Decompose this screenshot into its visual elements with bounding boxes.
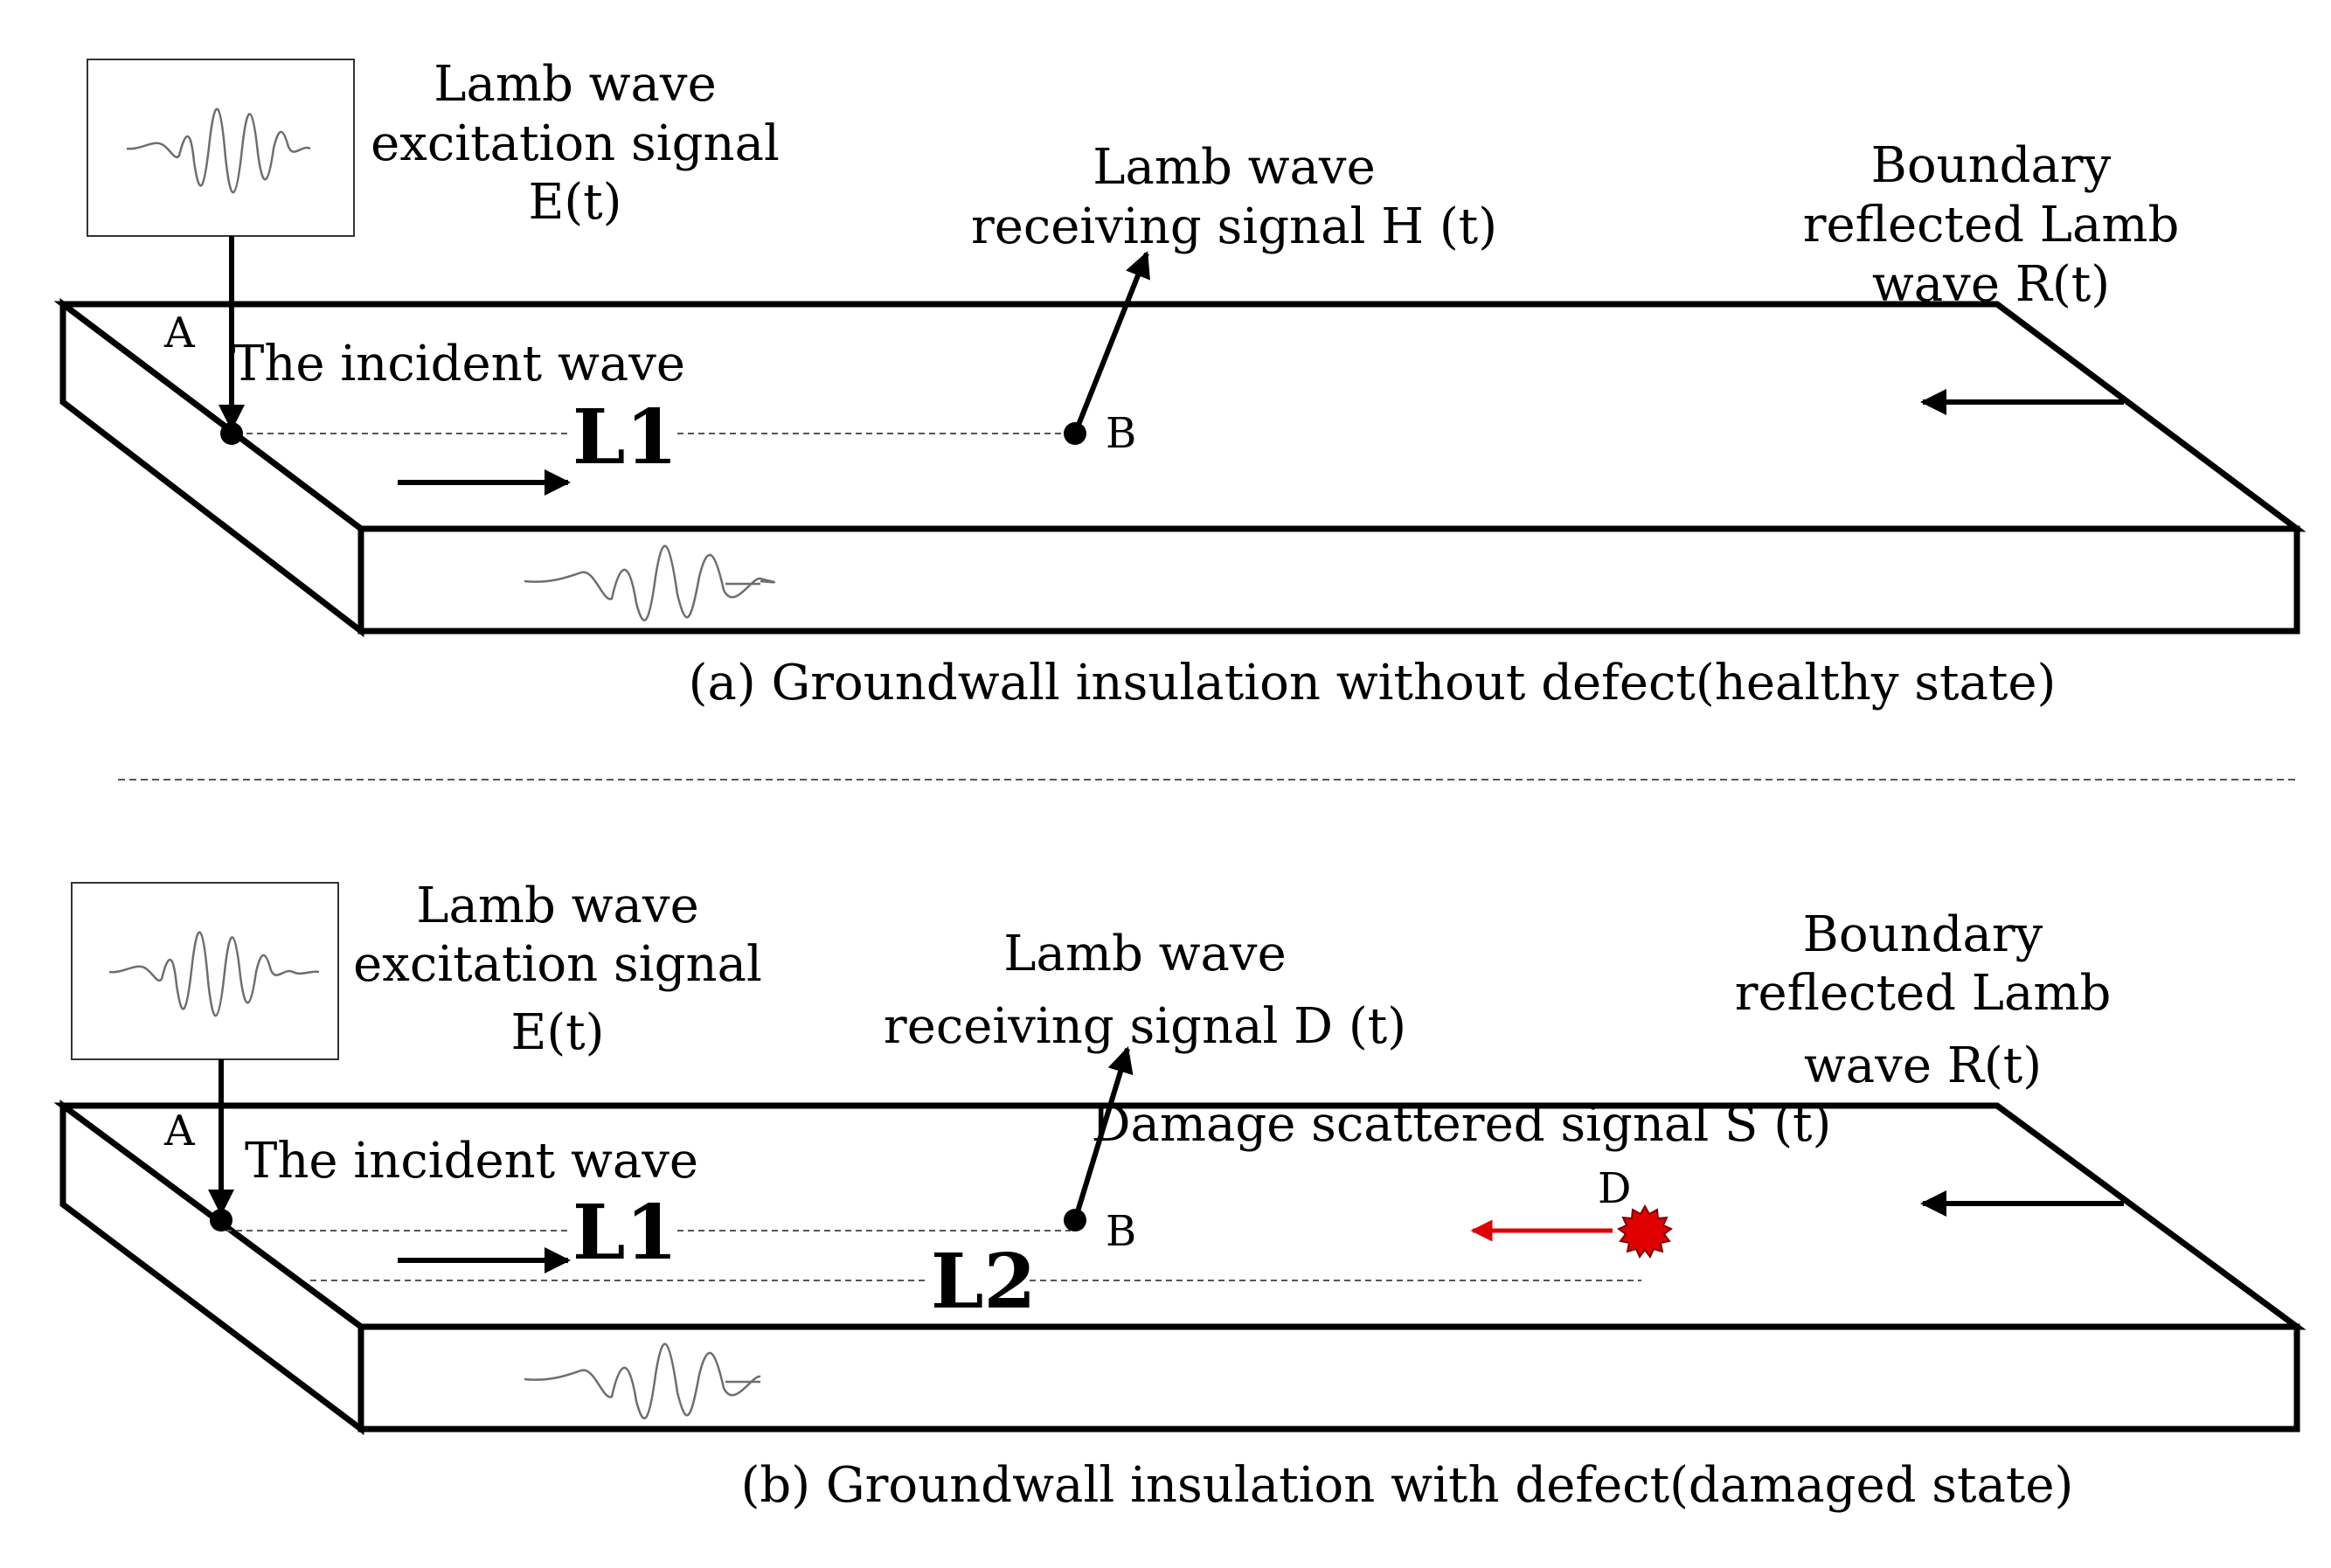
distance-l2-label: L2 — [931, 1238, 1036, 1326]
incident-wave-label-b: The incident wave — [245, 1133, 698, 1190]
slab-front-face — [357, 525, 2300, 635]
caption-a: (a) Groundwall insulation without defect… — [689, 655, 2057, 711]
excitation-waveform-icon-b — [108, 931, 320, 1017]
excitation-label-line1: Lamb wave — [434, 56, 716, 113]
boundary-label-line2: reflected Lamb — [1803, 197, 2180, 253]
point-b-label: B — [1106, 409, 1136, 458]
slab-front-face-b — [357, 1323, 2300, 1433]
caption-b: (b) Groundwall insulation with defect(da… — [741, 1457, 2074, 1514]
receiving-label-line2: receiving signal H (t) — [971, 198, 1497, 255]
boundary-label-line3-b: wave R(t) — [1804, 1037, 2042, 1094]
receiving-arrow — [1072, 251, 1150, 435]
excitation-label-line2-b: excitation signal — [353, 936, 762, 993]
front-waveform-icon — [524, 545, 776, 621]
point-a-label: A — [163, 309, 196, 357]
incident-wave-label: The incident wave — [232, 336, 685, 392]
excitation-label-line2: excitation signal — [371, 115, 780, 172]
receiving-arrow-b — [1072, 1046, 1134, 1221]
receiving-label-line1: Lamb wave — [1093, 139, 1375, 196]
receiving-label-line1-b: Lamb wave — [1003, 926, 1286, 982]
distance-l1-label-b: L1 — [572, 1189, 677, 1277]
point-a-dot — [220, 422, 243, 445]
boundary-label-line1: Boundary — [1871, 137, 2112, 194]
boundary-label-line3: wave R(t) — [1872, 256, 2110, 313]
panel-b: Lamb wave excitation signal E(t) Lamb wa… — [53, 878, 2307, 1514]
defect-starburst-icon — [1617, 1204, 1673, 1259]
excitation-label-line1-b: Lamb wave — [416, 878, 698, 934]
point-d-label: D — [1598, 1164, 1631, 1213]
distance-l1-label: L1 — [572, 393, 677, 482]
excitation-waveform-icon — [126, 108, 311, 194]
point-a-label-b: A — [163, 1107, 196, 1155]
point-b-label-b: B — [1106, 1207, 1136, 1256]
excitation-label-line3: E(t) — [528, 174, 621, 231]
boundary-label-line2-b: reflected Lamb — [1735, 965, 2112, 1022]
boundary-label-line1-b: Boundary — [1803, 906, 2043, 963]
panel-a: Lamb wave excitation signal E(t) Lamb wa… — [53, 56, 2307, 711]
damage-scattered-label: Damage scattered signal S (t) — [1092, 1096, 1832, 1153]
receiving-label-line2-b: receiving signal D (t) — [884, 998, 1406, 1055]
point-a-dot-b — [210, 1209, 232, 1232]
excitation-label-line3-b: E(t) — [510, 1004, 604, 1061]
front-waveform-icon-b — [524, 1343, 761, 1419]
